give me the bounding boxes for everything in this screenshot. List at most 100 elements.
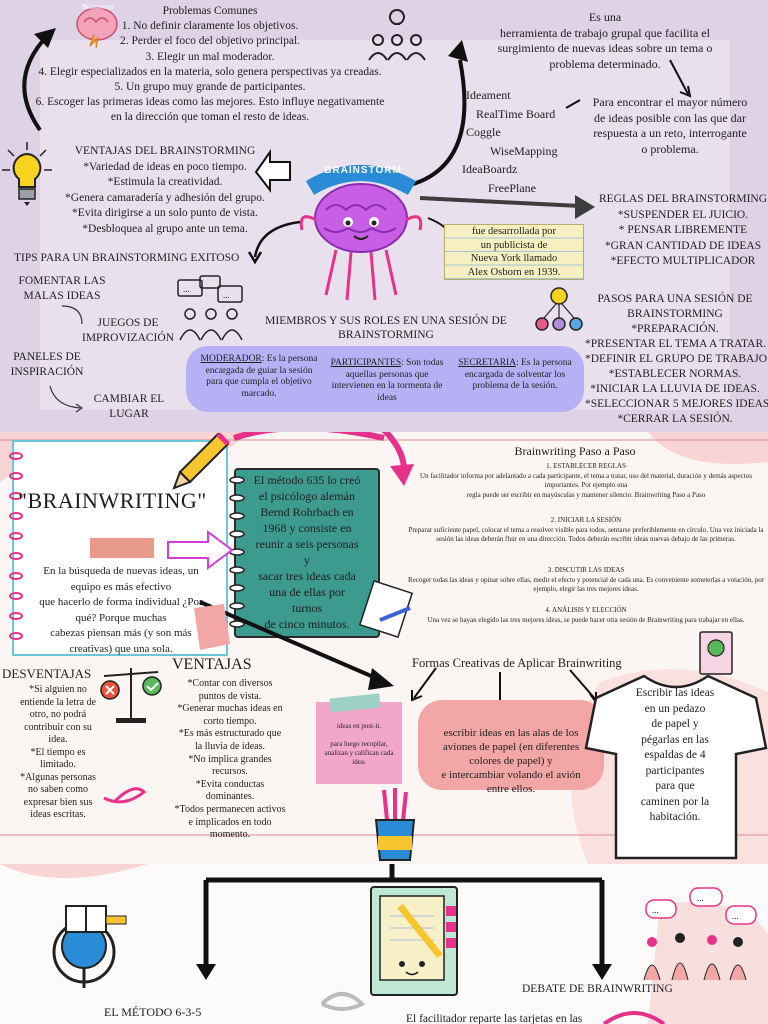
notebook-face-icon — [379, 895, 456, 981]
brain-logo-icon — [76, 7, 118, 49]
rules-title: REGLAS DEL BRAINSTORMING — [598, 193, 768, 205]
step-item: *ESTABLECER NORMAS. — [608, 368, 742, 380]
role-name: PARTICIPANTES — [330, 358, 402, 368]
steps-title: Brainwriting Paso a Paso — [514, 444, 636, 458]
problem-item: 3. Elegir un mal moderador. — [145, 50, 275, 63]
teal-spiral-icon — [229, 476, 245, 628]
tools-list: Ideament RealTime Board Coggle WiseMappi… — [462, 86, 602, 197]
step-heading: 1. ESTABLECER REGLAS — [546, 462, 626, 470]
disadvantages-title: DESVENTAJAS — [2, 666, 92, 681]
postit-note — [316, 702, 402, 784]
debate-people-icon: ......... — [643, 887, 757, 981]
notebook-globe-icon — [699, 631, 733, 675]
problem-item: 1. No definir claramente los objetivos. — [121, 20, 299, 33]
microphone-book-icon — [52, 905, 127, 988]
step-text: Un facilitador informa por adelantado a … — [420, 471, 752, 499]
step-heading: 3. DISCUTIR LAS IDEAS — [547, 566, 625, 574]
role-name: SECRETARIA — [458, 358, 517, 368]
debate-title: DEBATE DE BRAINWRITING — [522, 983, 673, 995]
step-text: Una vez se hayan elegido las tres mejore… — [427, 615, 745, 624]
light-bulb-icon — [2, 142, 52, 206]
svg-text:...: ... — [652, 905, 659, 915]
advantage-item: *Genera camaradería y adhesión del grupo… — [65, 191, 265, 204]
common-problems-title: Problemas Comunes — [162, 5, 258, 17]
pencil-icon — [172, 432, 230, 490]
tip-item: JUEGOS DE IMPROVIZACIÓN — [82, 317, 174, 344]
postit-text: ideas en post-it. para luego recopilar, … — [324, 722, 394, 766]
step-item: *SELECCIONAR 5 MEJORES IDEAS. — [585, 398, 768, 410]
role-name: MODERADOR — [200, 354, 262, 364]
t-shirt-text: Escribir las ideas en un pedazo de papel… — [635, 687, 715, 823]
step-text: Recoger todas las ideas y opinar sobre e… — [407, 575, 765, 594]
step-heading: 2. INICIAR LA SESIÓN — [550, 516, 622, 524]
role-moderator: MODERADOR: Es la persona encargada de gu… — [198, 354, 320, 400]
problem-item: 5. Un grupo muy grande de participantes. — [114, 81, 306, 94]
t-shirt-icon — [584, 674, 768, 860]
step-block: 3. DISCUTIR LAS IDEAS Recoger todas las … — [404, 566, 768, 595]
role-text: : Es la persona encargada de solventar l… — [464, 358, 572, 391]
definition-text: Es una herramienta de trabajo grupal que… — [497, 10, 713, 71]
rule-item: * PENSAR LIBREMENTE — [618, 224, 748, 236]
method-section: ......... EL MÉTODO 6-3-5 DEBATE DE BRAI… — [0, 864, 768, 1024]
step-block: 1. ESTABLECER REGLAS Un facilitador info… — [404, 462, 768, 500]
pencil-cup-icon — [374, 788, 416, 861]
step-item: *PRESENTAR EL TEMA A TRATAR. — [585, 338, 767, 350]
brainwriting-section: "BRAINWRITING" En la búsqueda de nuevas … — [0, 432, 768, 864]
brain-logo-label: Brainstorm — [82, 3, 114, 11]
svg-text:...: ... — [223, 290, 230, 300]
svg-text:...: ... — [732, 911, 739, 921]
step-block: 2. INICIAR LA SESIÓN Preparar suficiente… — [404, 516, 768, 545]
role-text: : Son todas aquellas personas que interv… — [331, 358, 444, 403]
advantages-title: VENTAJAS — [172, 656, 252, 673]
tool-item: Ideament — [466, 88, 511, 102]
step-heading: 4. ANÁLISIS Y ELECCIÓN — [545, 606, 627, 614]
step-block: 4. ANÁLISIS Y ELECCIÓN Una vez se hayan … — [404, 606, 768, 625]
step-item: *INICIAR LA LLUVIA DE IDEAS. — [590, 383, 760, 395]
tool-item: IdeaBoardz — [462, 162, 518, 176]
brain-mascot-icon — [299, 165, 423, 301]
tool-item: WiseMapping — [490, 143, 558, 158]
rule-item: *EFECTO MULTIPLICADOR — [610, 255, 756, 267]
creative-title: Formas Creativas de Aplicar Brainwriting — [412, 656, 622, 670]
advantage-item: *Evita dirigirse a un solo punto de vist… — [72, 207, 258, 219]
svg-text:...: ... — [183, 284, 190, 294]
outline-arrow-icon — [167, 530, 234, 570]
role-secretary: SECRETARIA: Es la persona encargada de s… — [452, 358, 578, 393]
debate-text: El facilitador reparte las tarjetas en l… — [406, 1013, 583, 1024]
advantage-item: *Estimula la creatividad. — [107, 176, 223, 188]
method-635-note: El método 635 lo creó el psicólogo alemá… — [253, 473, 361, 631]
tips-title: TIPS PARA UN BRAINSTORMING EXITOSO — [14, 252, 240, 264]
tip-item: PANELES DE INSPIRACIÓN — [10, 351, 84, 378]
disadvantages-list: *Si alguien no entiende la letra de otro… — [20, 684, 96, 820]
brainstorm-section: Brainstorm Problemas Comunes 1. No defin… — [0, 0, 768, 432]
rule-item: *GRAN CANTIDAD DE IDEAS — [604, 239, 762, 252]
airplanes-text: escribir ideas en las alas de los avione… — [441, 727, 581, 795]
steps-title: PASOS PARA UNA SESIÓN DE BRAINSTORMING — [597, 293, 753, 320]
flow-arrows — [0, 864, 768, 1024]
brainstorm-advantages: VENTAJAS DEL BRAINSTORMING *Variedad de … — [50, 144, 280, 237]
origin-note: fue desarrollada por un publicista de Nu… — [444, 224, 584, 280]
step-item: *CERRAR LA SESIÓN. — [617, 413, 733, 425]
session-steps: PASOS PARA UNA SESIÓN DE BRAINSTORMING *… — [585, 292, 768, 427]
meeting-chat-icon: ...... — [177, 275, 243, 341]
advantage-item: *Desbloquea al grupo ante un tema. — [82, 222, 248, 235]
step-item: *PREPARACIÓN. — [631, 323, 719, 335]
note-paper-pen-icon — [358, 580, 414, 638]
problem-item: en la dirección que toman el resto de id… — [110, 111, 310, 124]
advantages-title: VENTAJAS DEL BRAINSTORMING — [74, 145, 256, 157]
problem-item: 4. Elegir especializados en la materia, … — [38, 65, 382, 78]
problem-item: 6. Escoger las primeras ideas como las m… — [35, 96, 385, 109]
step-item: *DEFINIR EL GRUPO DE TRABAJO. — [585, 353, 768, 365]
role-participants: PARTICIPANTES: Son todas aquellas person… — [324, 358, 450, 404]
pink-paper-icon — [194, 604, 230, 650]
rule-item: *SUSPENDER EL JUICIO. — [617, 208, 749, 221]
role-text: : Es la persona encargada de guiar la se… — [205, 354, 318, 399]
spiral-binding-icon — [9, 452, 23, 640]
balance-scale-icon — [100, 668, 162, 723]
brainstorm-rules: REGLAS DEL BRAINSTORMING *SUSPENDER EL J… — [598, 192, 768, 270]
mascot-banner-label: BRAINSTORM — [324, 165, 402, 176]
airplanes-bubble — [418, 700, 604, 790]
brainwriting-title: "BRAINWRITING" — [18, 488, 207, 513]
brainwriting-description: En la búsqueda de nuevas ideas, un equip… — [39, 565, 203, 655]
problem-item: 2. Perder el foco del objetivo principal… — [119, 35, 301, 48]
